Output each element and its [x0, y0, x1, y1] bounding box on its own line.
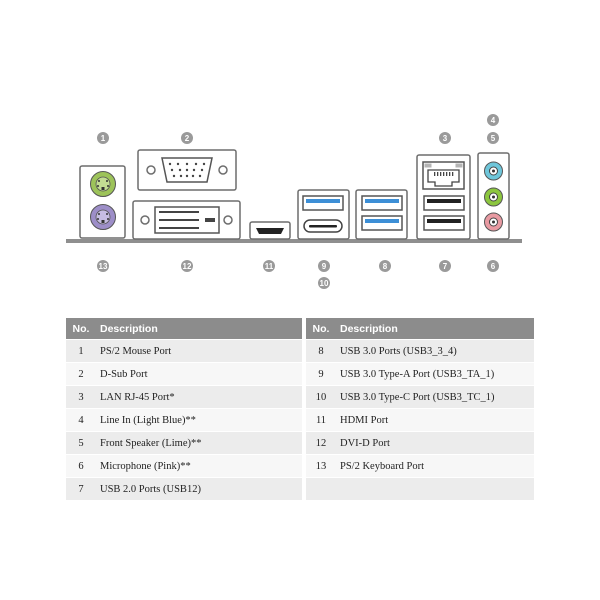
- audio-front-speaker-jack: [484, 187, 503, 207]
- ps2-port-block: [79, 165, 126, 239]
- callout-4: 4: [487, 114, 499, 126]
- callout-9: 9: [318, 260, 330, 272]
- row-description: USB 3.0 Type-A Port (USB3_TA_1): [336, 362, 534, 386]
- row-description: USB 3.0 Ports (USB3_3_4): [336, 339, 534, 363]
- row-no: 8: [306, 339, 336, 363]
- callout-8: 8: [379, 260, 391, 272]
- svg-text:8: 8: [383, 262, 388, 271]
- svg-text:7: 7: [443, 262, 448, 271]
- ps2-keyboard-port: [90, 204, 116, 230]
- svg-text:2: 2: [185, 134, 190, 143]
- callout-7: 7: [439, 260, 451, 272]
- callout-12: 12: [181, 260, 193, 272]
- header-description: Description: [96, 318, 302, 340]
- callout-5: 5: [487, 132, 499, 144]
- table-header-row: No. Description: [66, 318, 302, 340]
- row-no: 13: [306, 454, 336, 478]
- row-no: 5: [66, 431, 96, 455]
- rear-io-panel-diagram: 1 2 3 4 5 6 7 8 9 10 11 12 13: [66, 114, 522, 289]
- dvi-port: [132, 200, 241, 240]
- header-description: Description: [336, 318, 534, 340]
- svg-text:12: 12: [183, 262, 192, 271]
- svg-text:9: 9: [322, 262, 327, 271]
- table-header-row: No. Description: [306, 318, 534, 340]
- row-no: 10: [306, 385, 336, 409]
- svg-text:13: 13: [99, 262, 108, 271]
- dsub-port: [137, 149, 237, 191]
- io-panel-baseline: [66, 239, 522, 243]
- svg-text:10: 10: [320, 279, 329, 288]
- row-no: 9: [306, 362, 336, 386]
- ps2-mouse-port: [90, 171, 116, 197]
- callout-10: 10: [318, 277, 330, 289]
- row-no: 1: [66, 339, 96, 363]
- row-description: USB 3.0 Type-C Port (USB3_TC_1): [336, 385, 534, 409]
- row-description: Front Speaker (Lime)**: [96, 431, 302, 455]
- row-description: LAN RJ-45 Port*: [96, 385, 302, 409]
- callout-11: 11: [263, 260, 275, 272]
- audio-microphone-jack: [484, 212, 503, 232]
- audio-jack-block: [477, 152, 510, 240]
- row-description: [336, 477, 534, 500]
- row-no: 12: [306, 431, 336, 455]
- row-no: 6: [66, 454, 96, 478]
- callout-2: 2: [181, 132, 193, 144]
- row-no: 4: [66, 408, 96, 432]
- svg-text:5: 5: [491, 134, 496, 143]
- row-no: 7: [66, 477, 96, 500]
- callout-1: 1: [97, 132, 109, 144]
- row-no: 2: [66, 362, 96, 386]
- lan-usb2-block: [416, 154, 471, 240]
- row-description: Line In (Light Blue)**: [96, 408, 302, 432]
- audio-line-in-jack: [484, 161, 503, 181]
- row-description: PS/2 Keyboard Port: [336, 454, 534, 478]
- rj45-port: [422, 161, 465, 190]
- header-no: No.: [306, 318, 336, 340]
- row-description: Microphone (Pink)**: [96, 454, 302, 478]
- row-description: HDMI Port: [336, 408, 534, 432]
- usb3-dual-block: [355, 189, 408, 240]
- hdmi-port: [249, 221, 291, 240]
- svg-text:3: 3: [443, 134, 448, 143]
- svg-text:11: 11: [265, 262, 274, 271]
- row-description: DVI-D Port: [336, 431, 534, 455]
- header-no: No.: [66, 318, 96, 340]
- svg-text:1: 1: [101, 134, 106, 143]
- callout-3: 3: [439, 132, 451, 144]
- table-row: [306, 477, 534, 500]
- row-description: PS/2 Mouse Port: [96, 339, 302, 363]
- usb3-typea-typec-block: [297, 189, 350, 240]
- svg-text:4: 4: [491, 116, 496, 125]
- row-no: [306, 477, 336, 500]
- row-no: 3: [66, 385, 96, 409]
- callout-6: 6: [487, 260, 499, 272]
- row-no: 11: [306, 408, 336, 432]
- row-description: D-Sub Port: [96, 362, 302, 386]
- row-description: USB 2.0 Ports (USB12): [96, 477, 302, 500]
- callout-13: 13: [97, 260, 109, 272]
- svg-text:6: 6: [491, 262, 496, 271]
